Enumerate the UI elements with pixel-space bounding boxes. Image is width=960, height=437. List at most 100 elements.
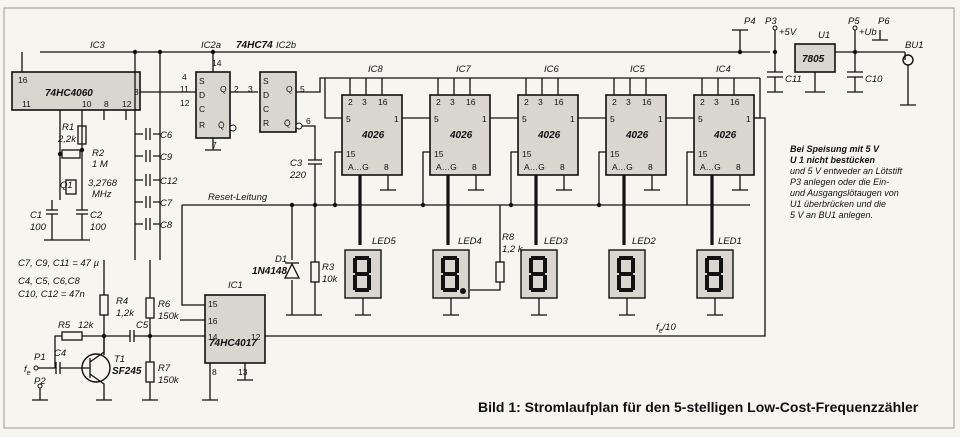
ic3-body xyxy=(11,71,141,111)
led4-segment-1 xyxy=(443,272,457,276)
led5-segment-6 xyxy=(367,275,371,290)
svg-text:2: 2 xyxy=(612,97,617,107)
c11-label: C11 xyxy=(785,74,802,85)
ic3-pin11: 11 xyxy=(22,99,31,109)
r8-label: R8 xyxy=(502,232,515,243)
reset-label: Reset-Leitung xyxy=(208,192,268,203)
ic2a-qn-bubble xyxy=(229,124,237,132)
led4-segment-5 xyxy=(441,275,445,290)
ic2a-pin14: 14 xyxy=(212,58,222,68)
d1-symbol xyxy=(283,262,301,279)
led2-segment-5 xyxy=(617,275,621,290)
bu1-label: BU1 xyxy=(905,40,923,51)
c1-c2-symbols xyxy=(44,200,90,241)
svg-text:3: 3 xyxy=(362,97,367,107)
led3-segment-3 xyxy=(529,258,533,273)
p5-pad xyxy=(852,25,858,31)
ic2b-pin3: 3 xyxy=(248,84,253,94)
c6-label: C6 xyxy=(160,130,173,141)
fe-input-label: fe xyxy=(24,364,31,377)
svg-text:16: 16 xyxy=(730,97,740,107)
svg-text:LED5: LED5 xyxy=(372,236,396,247)
svg-text:P3 anlegen oder die Ein-: P3 anlegen oder die Ein- xyxy=(790,177,889,187)
r4-symbol xyxy=(99,294,109,316)
u1-ref: U1 xyxy=(818,30,830,41)
counter-ic5: IC5 4026 2 3 16 5 1 15 A…G 8 xyxy=(605,64,667,176)
ic1-pin14: 14 xyxy=(208,332,218,342)
c1-value: 100 xyxy=(30,222,47,233)
svg-text:IC8: IC8 xyxy=(368,64,384,75)
cap-note-3: C10, C12 = 47n xyxy=(18,289,85,300)
svg-text:A…G: A…G xyxy=(348,162,369,172)
svg-text:1: 1 xyxy=(746,114,751,124)
svg-text:5: 5 xyxy=(346,114,351,124)
ic4-carry xyxy=(754,78,761,119)
c9-label: C9 xyxy=(160,152,173,163)
r6-symbol xyxy=(145,297,155,319)
fe10-label: fe/10 xyxy=(656,322,676,335)
led4-segment-3 xyxy=(441,258,445,273)
p5-value: +Ub xyxy=(859,27,877,38)
c2-label: C2 xyxy=(90,210,103,221)
led2-segment-1 xyxy=(619,272,633,276)
ic2a-s: S xyxy=(199,76,205,86)
ic1-pin13: 13 xyxy=(238,367,248,377)
svg-text:5 V an BU1 anlegen.: 5 V an BU1 anlegen. xyxy=(790,210,873,220)
ic2b-d: D xyxy=(263,90,269,100)
counter-top-wires xyxy=(349,78,735,95)
led1-segment-2 xyxy=(707,288,721,292)
p3-pad xyxy=(772,25,778,31)
svg-text:LED1: LED1 xyxy=(718,236,742,247)
c5-label: C5 xyxy=(136,320,149,331)
ic1-gnd xyxy=(202,363,253,401)
r4-label: R4 xyxy=(116,296,128,307)
ic2a-pin12: 12 xyxy=(180,98,190,108)
ic2b-r: R xyxy=(263,118,269,128)
led4-segment-0 xyxy=(443,256,457,260)
p4-label: P4 xyxy=(744,16,756,27)
led1-segment-6 xyxy=(719,275,723,290)
ic3-pin16: 16 xyxy=(18,75,28,85)
ic2-part: 74HC74 xyxy=(236,40,273,51)
ic3-part: 74HC4060 xyxy=(45,88,93,99)
svg-text:und 5 V entweder an Lötstift: und 5 V entweder an Lötstift xyxy=(790,166,903,176)
u1-part: 7805 xyxy=(802,54,825,65)
cap-note-1: C7, C9, C11 = 47 µ xyxy=(18,258,100,269)
led5-segment-5 xyxy=(353,275,357,290)
svg-text:LED2: LED2 xyxy=(632,236,656,247)
ic2b-wires xyxy=(296,77,760,160)
led2-segment-3 xyxy=(617,258,621,273)
led5-segment-0 xyxy=(355,256,369,260)
ic2b-pin5: 5 xyxy=(300,84,305,94)
d1-value: 1N4148 xyxy=(252,266,287,277)
q1-unit: MHz xyxy=(92,189,112,200)
svg-text:2: 2 xyxy=(524,97,529,107)
c3-value: 220 xyxy=(289,170,307,181)
svg-text:15: 15 xyxy=(610,149,620,159)
svg-text:IC4: IC4 xyxy=(716,64,731,75)
svg-text:4026: 4026 xyxy=(625,130,649,141)
t1-leads xyxy=(70,336,112,401)
ic2a-q: Q xyxy=(220,84,227,94)
svg-text:8: 8 xyxy=(648,162,653,172)
led5-segment-4 xyxy=(367,258,371,273)
q1-symbol xyxy=(65,179,77,195)
c12-label: C12 xyxy=(160,176,178,187)
led3-segment-2 xyxy=(531,288,545,292)
p3-value: +5V xyxy=(779,27,798,38)
q1-label: Q1 xyxy=(60,180,73,191)
svg-text:Bei Speisung mit 5 V: Bei Speisung mit 5 V xyxy=(790,144,880,154)
r1-label: R1 xyxy=(62,122,74,133)
ic1-pin16: 16 xyxy=(208,316,218,326)
led5-segment-2 xyxy=(355,288,369,292)
ic3-ref: IC3 xyxy=(90,40,106,51)
led2-segment-6 xyxy=(631,275,635,290)
r2-symbol xyxy=(61,149,81,159)
svg-text:8: 8 xyxy=(560,162,565,172)
c10-symbol xyxy=(847,52,863,93)
svg-text:LED4: LED4 xyxy=(458,236,482,247)
ic2b-pin6: 6 xyxy=(306,116,311,126)
figure-caption: Bild 1: Stromlaufplan für den 5-stellige… xyxy=(478,399,919,415)
ic1-body xyxy=(204,294,266,364)
